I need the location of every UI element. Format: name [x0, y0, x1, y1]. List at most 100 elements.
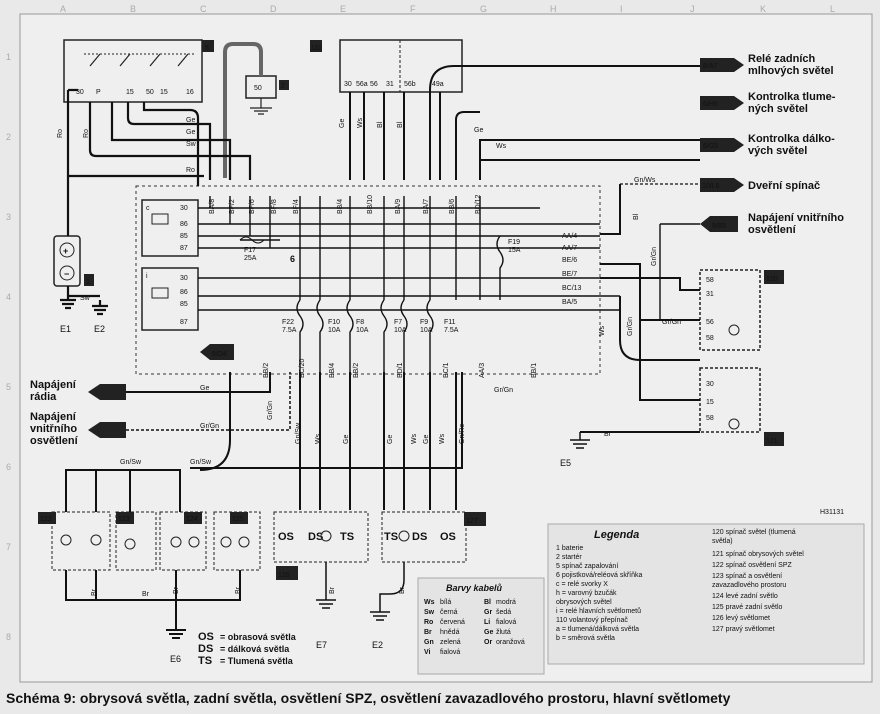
- svg-text:červená: červená: [440, 619, 465, 626]
- svg-text:h = varovný bzučák: h = varovný bzučák: [556, 590, 617, 597]
- svg-text:F17: F17: [244, 247, 256, 254]
- svg-text:Ws: Ws: [411, 433, 418, 444]
- svg-text:BB/2: BB/2: [353, 363, 360, 378]
- svg-text:Br: Br: [399, 586, 406, 594]
- svg-text:30: 30: [344, 81, 352, 88]
- svg-text:OS: OS: [440, 531, 456, 543]
- svg-text:BB/2: BB/2: [263, 363, 270, 378]
- svg-text:BB/4: BB/4: [329, 363, 336, 378]
- svg-text:125: 125: [232, 516, 244, 523]
- svg-text:121: 121: [766, 438, 778, 445]
- headlamp-wires: [190, 372, 463, 510]
- svg-text:56: 56: [370, 81, 378, 88]
- lamp-legend: OS= obrasová světla DS= dálková světla T…: [198, 631, 297, 667]
- svg-text:Ge: Ge: [484, 629, 493, 636]
- row-numbers: 1 2 3 4 5 6 7 8: [6, 52, 11, 642]
- row-number: 3: [6, 212, 11, 222]
- svg-text:BB/1: BB/1: [531, 363, 538, 378]
- row-number: 7: [6, 542, 11, 552]
- svg-text:5 spínač zapalování: 5 spínač zapalování: [556, 563, 618, 570]
- col-letter: J: [690, 4, 695, 14]
- svg-text:15: 15: [126, 89, 134, 96]
- svg-text:Gr/Gn: Gr/Gn: [494, 387, 513, 394]
- connector-8A7: 8/A7 Relé zadních mlhových světel: [700, 53, 834, 77]
- svg-text:126 levý světlomet: 126 levý světlomet: [712, 615, 770, 622]
- col-letter: I: [620, 4, 623, 14]
- svg-text:hnědá: hnědá: [440, 629, 460, 636]
- svg-text:Br: Br: [329, 586, 336, 594]
- svg-text:5: 5: [205, 45, 209, 52]
- svg-text:8/D4: 8/D4: [212, 351, 227, 358]
- svg-text:6 pojistková/reléová skříňka: 6 pojistková/reléová skříňka: [556, 572, 642, 579]
- svg-text:87: 87: [180, 319, 188, 326]
- svg-text:Gr/Gn: Gr/Gn: [627, 317, 634, 336]
- svg-text:Gr/Gn: Gr/Gn: [267, 401, 274, 420]
- svg-text:Gr/Gn: Gr/Gn: [651, 247, 658, 266]
- drawing-stamp: H31131: [820, 509, 844, 516]
- svg-text:Br: Br: [173, 586, 180, 594]
- switch110-wires: [349, 65, 700, 180]
- svg-text:BB/10: BB/10: [367, 195, 374, 214]
- svg-text:Br: Br: [424, 629, 432, 636]
- row-number: 2: [6, 132, 11, 142]
- svg-text:Vi: Vi: [424, 649, 431, 656]
- svg-text:30: 30: [180, 205, 188, 212]
- wire-labels: Ro Ro Ge Ge Sw Ge Ws Bl Bl Ge Ws Ro Sw G…: [57, 117, 681, 598]
- svg-text:Sw: Sw: [80, 295, 91, 302]
- svg-text:110 volantový přepínač: 110 volantový přepínač: [556, 617, 628, 624]
- svg-text:−: −: [64, 269, 69, 279]
- svg-text:31: 31: [706, 291, 714, 298]
- svg-text:Or: Or: [484, 639, 492, 646]
- ignition-switch-5: 5 30 P 15 50 15 16: [63, 39, 214, 103]
- svg-text:Sw: Sw: [186, 141, 197, 148]
- col-letter: L: [830, 4, 835, 14]
- svg-text:c: c: [146, 205, 150, 212]
- svg-text:Kontrolka dálko-: Kontrolka dálko-: [748, 133, 835, 145]
- svg-text:10A: 10A: [394, 327, 407, 334]
- svg-text:E7: E7: [316, 640, 327, 650]
- svg-text:16: 16: [186, 89, 194, 96]
- svg-text:OS: OS: [198, 631, 214, 643]
- row-number: 8: [6, 632, 11, 642]
- row-number: 4: [6, 292, 11, 302]
- svg-text:b = směrová světla: b = směrová světla: [556, 635, 615, 642]
- svg-text:TS: TS: [198, 655, 212, 667]
- svg-text:AA/3: AA/3: [479, 363, 486, 378]
- svg-text:Napájení: Napájení: [30, 379, 77, 391]
- svg-text:osvětlení: osvětlení: [748, 224, 797, 236]
- svg-text:oranžová: oranžová: [496, 639, 525, 646]
- connector-8D4: 8/D4: [200, 344, 234, 360]
- svg-text:mlhových světel: mlhových světel: [748, 65, 834, 77]
- svg-text:= obrasová světla: = obrasová světla: [220, 632, 297, 642]
- svg-text:Barvy kabelů: Barvy kabelů: [446, 583, 503, 593]
- headlamp-127: 127 TS DS OS E2: [370, 511, 486, 650]
- col-letter: H: [550, 4, 557, 14]
- svg-text:Gn/Sw: Gn/Sw: [120, 459, 142, 466]
- ground-E2-top: E2: [94, 324, 105, 334]
- row-number: 1: [6, 52, 11, 62]
- svg-text:Ws: Ws: [424, 599, 435, 606]
- svg-text:Li: Li: [484, 619, 490, 626]
- module-pin-labels: BA/8 BF/2 BF/6 BF/8 BF/4 BB/4 BB/10 BA/9…: [209, 194, 582, 378]
- svg-text:Br: Br: [604, 431, 612, 438]
- svg-text:Gn/Sw: Gn/Sw: [190, 459, 212, 466]
- svg-text:85: 85: [180, 301, 188, 308]
- svg-text:= dálková světla: = dálková světla: [220, 644, 290, 654]
- svg-text:2 startér: 2 startér: [556, 554, 582, 561]
- svg-text:86: 86: [180, 289, 188, 296]
- svg-text:56a: 56a: [356, 81, 368, 88]
- connector-6H5: 6/H5 Kontrolka tlume- ných světel: [700, 91, 836, 115]
- svg-text:Ge: Ge: [387, 435, 394, 444]
- svg-text:Ws: Ws: [439, 433, 446, 444]
- connector-9B5: 9/B5 Napájení vnitřního osvětlení: [700, 212, 844, 236]
- svg-text:Ro: Ro: [57, 129, 64, 138]
- svg-text:světla): světla): [712, 538, 733, 545]
- component-label-6: 6: [290, 254, 295, 264]
- svg-text:zelená: zelená: [440, 639, 461, 646]
- light-switch-120: 120 58 31 56 58: [699, 269, 784, 351]
- svg-text:E1: E1: [60, 324, 71, 334]
- right-switch-wires: [580, 263, 700, 433]
- legend: Legenda 1 baterie 2 startér 5 spínač zap…: [547, 523, 865, 665]
